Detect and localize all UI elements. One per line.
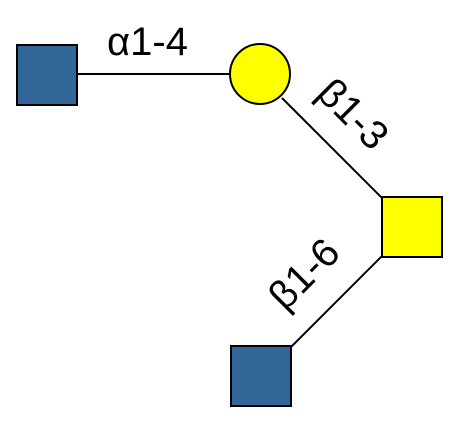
yellow-square-residue [381,196,443,258]
linkage-label-alpha1-4: α1-4 [107,20,188,64]
yellow-circle-residue [229,43,291,105]
bond-beta1-3 [281,97,385,201]
blue-square-residue-top [16,44,78,106]
blue-square-residue-bottom [230,345,292,407]
linkage-label-beta1-6: β1-6 [260,230,348,318]
bond-beta1-6 [289,253,385,349]
linkage-label-beta1-3: β1-3 [309,70,397,158]
